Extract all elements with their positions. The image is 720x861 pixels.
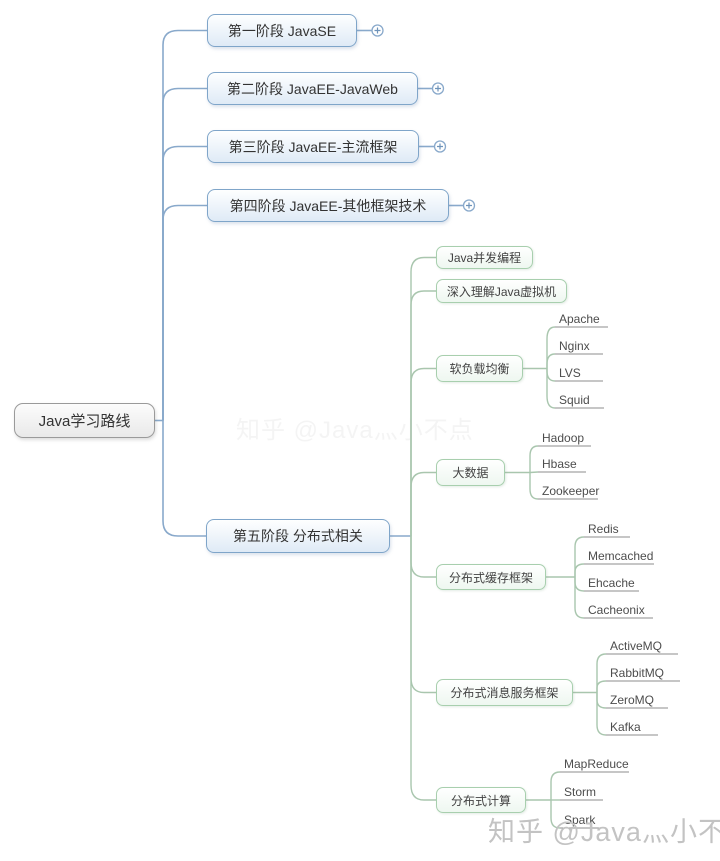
- topic-label: 软负载均衡: [449, 362, 510, 376]
- leaf-squid[interactable]: Squid: [559, 393, 590, 407]
- topic-java-concurrency[interactable]: Java并发编程: [436, 246, 533, 269]
- leaf-activemq[interactable]: ActiveMQ: [610, 639, 663, 653]
- leaf-kafka[interactable]: Kafka: [610, 720, 641, 734]
- expand-icon-stage2[interactable]: [431, 82, 445, 95]
- topic-load-balancing[interactable]: 软负载均衡: [436, 355, 523, 382]
- leaf-rabbitmq[interactable]: RabbitMQ: [610, 666, 665, 680]
- root-node[interactable]: Java学习路线: [14, 403, 155, 438]
- topic-label: 分布式消息服务框架: [450, 686, 559, 700]
- topic-label: Java并发编程: [447, 251, 522, 265]
- leaf-zookeeper[interactable]: Zookeeper: [542, 484, 600, 498]
- stage3-node[interactable]: 第三阶段 JavaEE-主流框架: [207, 130, 419, 163]
- stage2-label: 第二阶段 JavaEE-JavaWeb: [227, 80, 398, 97]
- root-label: Java学习路线: [38, 413, 131, 430]
- topic-label: 分布式计算: [450, 793, 511, 808]
- watermark-center: 知乎 @Java灬小不点: [236, 417, 474, 444]
- stage4-node[interactable]: 第四阶段 JavaEE-其他框架技术: [207, 189, 449, 222]
- stage2-node[interactable]: 第二阶段 JavaEE-JavaWeb: [207, 72, 418, 105]
- leaf-hadoop[interactable]: Hadoop: [542, 431, 585, 445]
- topic-label: 深入理解Java虚拟机: [446, 284, 557, 299]
- stage1-node[interactable]: 第一阶段 JavaSE: [207, 14, 357, 47]
- leaf-ehcache[interactable]: Ehcache: [588, 576, 635, 590]
- leaf-nginx[interactable]: Nginx: [559, 339, 590, 353]
- leaf-lvs[interactable]: LVS: [559, 366, 581, 380]
- expand-icon-stage4[interactable]: [462, 199, 476, 212]
- green-connectors: [410, 256, 607, 829]
- leaf-hbase[interactable]: Hbase: [542, 457, 577, 471]
- stage5-node[interactable]: 第五阶段 分布式相关: [206, 519, 390, 553]
- leaf-storm[interactable]: Storm: [564, 785, 597, 799]
- topic-big-data[interactable]: 大数据: [436, 459, 505, 486]
- topic-distributed-mq[interactable]: 分布式消息服务框架: [436, 679, 573, 706]
- stage1-label: 第一阶段 JavaSE: [227, 22, 337, 39]
- expand-icon-stage1[interactable]: [371, 24, 384, 37]
- leaf-mapreduce[interactable]: MapReduce: [564, 757, 629, 771]
- leaf-cacheonix[interactable]: Cacheonix: [588, 603, 645, 617]
- topic-label: 分布式缓存框架: [448, 570, 533, 585]
- leaf-redis[interactable]: Redis: [588, 522, 619, 536]
- topic-distributed-cache[interactable]: 分布式缓存框架: [436, 564, 546, 590]
- topic-distributed-computing[interactable]: 分布式计算: [436, 787, 526, 813]
- watermark-bottom: 知乎 @Java灬小不点: [488, 817, 720, 847]
- expand-icon-stage3[interactable]: [433, 140, 447, 153]
- stage3-label: 第三阶段 JavaEE-主流框架: [228, 138, 398, 155]
- leaf-zeromq[interactable]: ZeroMQ: [610, 693, 655, 707]
- stage5-label: 第五阶段 分布式相关: [233, 528, 363, 544]
- leaf-apache[interactable]: Apache: [559, 312, 600, 326]
- leaf-underlines: [538, 326, 680, 829]
- blue-connectors: [155, 29, 463, 537]
- leaf-memcached[interactable]: Memcached: [588, 549, 654, 563]
- topic-jvm[interactable]: 深入理解Java虚拟机: [436, 279, 567, 303]
- leaf-spark[interactable]: Spark: [564, 813, 596, 827]
- stage4-label: 第四阶段 JavaEE-其他框架技术: [229, 197, 427, 214]
- topic-label: 大数据: [452, 466, 489, 480]
